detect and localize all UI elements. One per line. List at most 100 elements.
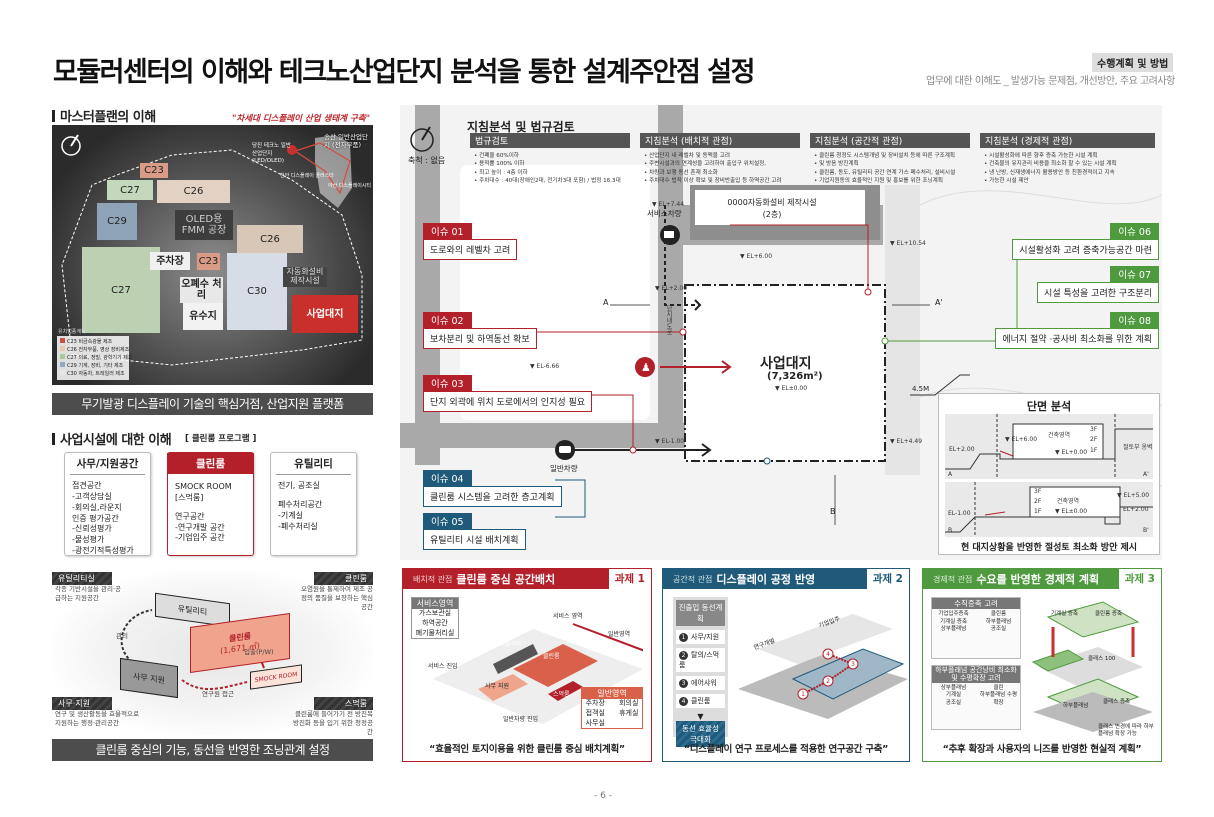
task-perspective: 공간적 관점	[673, 574, 713, 584]
issue-text: 시설 특성을 고려한 구조분리	[1037, 282, 1159, 303]
guideline-title: 지침분석 (공간적 관점)	[810, 133, 970, 148]
legend-swatch	[60, 370, 65, 375]
legend-code: C29	[67, 363, 77, 369]
list-item: 기계실	[945, 692, 962, 699]
list-item: 사무실	[585, 718, 605, 727]
site-plan: ♟ 지침분석 및 법규검토 축척 : 없음 0000자동화설비 제작시설 (2층…	[400, 105, 1162, 560]
list-item: 연구공간	[175, 511, 205, 521]
tag-smock-room: 스먹룸	[314, 697, 373, 710]
scale-label: 축척 : 없음	[408, 156, 446, 165]
section-b-b: EL-1.00 ▼ EL±0.00 ▼ EL+5.00 EL+2.00 건축영역…	[945, 482, 1153, 537]
plenum-title: 하부플래넘 공간낭비 최소화 및 수평확장 고려	[932, 666, 1020, 683]
list-item: 휴게실	[619, 708, 639, 717]
masterplan-heading: 마스터플랜의 이해	[52, 106, 156, 125]
legend-desc: 자동차, 트레일러 제조	[78, 371, 125, 377]
neighbor-facility-label: 0000자동화설비 제작시설	[727, 198, 817, 207]
list-item: • 산업단지 내 레벨차 및 동맥을 고려	[644, 153, 731, 159]
list-item: -폐수처리실	[278, 521, 318, 531]
block-cleanroom: 클린룸	[543, 653, 560, 660]
legend-item: C23 비금속광물 제조	[60, 338, 126, 346]
list-item: • 가능한 시설 제안	[984, 178, 1029, 185]
zone-parking: 주차장	[150, 252, 190, 270]
zone-retention-pond: 유수지	[183, 303, 223, 330]
elevation-label: ▼ EL±0.00	[775, 385, 808, 392]
zone-c29: C29	[97, 203, 137, 240]
list-item: 접견공간	[72, 481, 102, 491]
issue-text: 도로와의 레벨차 고려	[423, 239, 518, 260]
list-item: 주차장	[585, 699, 605, 707]
list-item: 클린	[993, 684, 1004, 691]
list-item: 하역공간	[422, 618, 448, 627]
list-item: SMOCK ROOM	[175, 482, 232, 492]
issue-text: 보차분리 및 하역동선 확보	[423, 328, 537, 349]
zone-automation-facility: 자동화설비 제작시설	[283, 267, 327, 287]
vertical-expansion-title: 수직증축 고려	[932, 598, 1020, 609]
legend-item: C27 의료, 정밀, 광학기기 제조	[60, 354, 132, 362]
elevation-label: ▼ EL+2.00	[655, 285, 688, 292]
floor-label: 2F	[1090, 436, 1098, 443]
list-item: 클린룸	[990, 611, 1007, 617]
list-item: • 시설활성화에 따른 향후 증축 가능한 시설 계획	[984, 153, 1098, 159]
guideline-title: 지침분석 (배치적 관점)	[640, 133, 800, 148]
zone-c30: C30	[227, 253, 287, 330]
card-title: 클린룸	[167, 453, 254, 475]
list-item: 하부플래넘	[985, 618, 1012, 625]
guideline-box-spatial: 지침분석 (공간적 관점)• 클린룸 청정도 시스템개념 및 장비설치 등에 따…	[810, 133, 970, 190]
legend-item: C29 기계, 장비, 기타 제조	[60, 362, 126, 370]
section-mark-a-prime: A'	[935, 298, 943, 307]
section-a-right: A'	[1143, 471, 1149, 478]
section-b-el3: ▼ EL+5.00	[1117, 492, 1150, 499]
project-site-area: (7,326m²)	[767, 371, 823, 382]
inset-label-asan: 아산 디스플레이시티	[328, 183, 371, 189]
list-item: 접객실	[585, 708, 605, 717]
iso-label-mechanical: 기계실 증축	[1051, 611, 1079, 617]
tag-cleanroom: 클린룸	[314, 572, 373, 585]
list-item: -회의실,라운지	[72, 502, 122, 512]
list-item: -고객상담실	[72, 491, 112, 501]
task-number: 과제 1	[608, 569, 651, 589]
list-item: 폐기물처리실	[415, 628, 455, 637]
legend-swatch	[60, 362, 65, 367]
legend-code: C26	[67, 347, 77, 353]
list-item: -광전기적특성평가	[72, 545, 134, 555]
section-analysis-box: 단면 분석 EL+2.00 ▼ EL+6.00 ▼ EL+0.00 건축영역 3…	[938, 393, 1160, 555]
task-title: 디스플레이 공정 반영	[716, 573, 816, 586]
slope-height-label: 4.5M	[912, 385, 930, 393]
legend-title: 유치업종계획	[58, 329, 86, 335]
list-item: 전기, 공조실	[278, 481, 320, 491]
block-smock: 스먹룸	[553, 691, 570, 698]
inset-map-route	[287, 135, 352, 208]
block-utility: 유틸리티	[499, 641, 522, 648]
general-vehicle-label: 일반차량	[550, 464, 578, 473]
regional-inset-map: 당진 테크노 일반산업단지 (LED/OLED) 송산 일반산업단지 (전자부품…	[250, 133, 371, 213]
desc-office-support: 연구 및 생산활동을 효율적으로 지원하는 행정·관리공간	[55, 710, 139, 728]
list-item: 기업입주증축	[938, 611, 969, 617]
list-item: • 건폐율 60%이하	[474, 153, 520, 159]
list-item: 하부플래넘 수평확장	[979, 692, 1018, 707]
guideline-box-regulations: 법규검토• 건폐율 60%이하• 용적률 100% 이하• 최고 높이 : 4층…	[470, 133, 630, 190]
guideline-title: 법규검토	[470, 133, 630, 148]
tag-office-support: 사무·지원	[52, 697, 112, 710]
zone-oled-factory: OLED용 FMM 공장	[175, 210, 233, 240]
zone-project-site: 사업대지	[292, 295, 358, 333]
list-item: • 및 방음 방진계획	[814, 161, 859, 168]
list-item: 상부플래넘	[940, 684, 967, 691]
list-item: -기업입주 공간	[175, 533, 225, 543]
step-label: 사무/지원	[691, 633, 720, 641]
section-a-el3: ▼ EL+0.00	[1055, 449, 1088, 456]
expansion-isometric	[1031, 601, 1153, 732]
iso-label-class-expand: 클래스 증축	[1103, 699, 1131, 705]
elevation-label: ▼ EL+10.54	[890, 240, 926, 247]
